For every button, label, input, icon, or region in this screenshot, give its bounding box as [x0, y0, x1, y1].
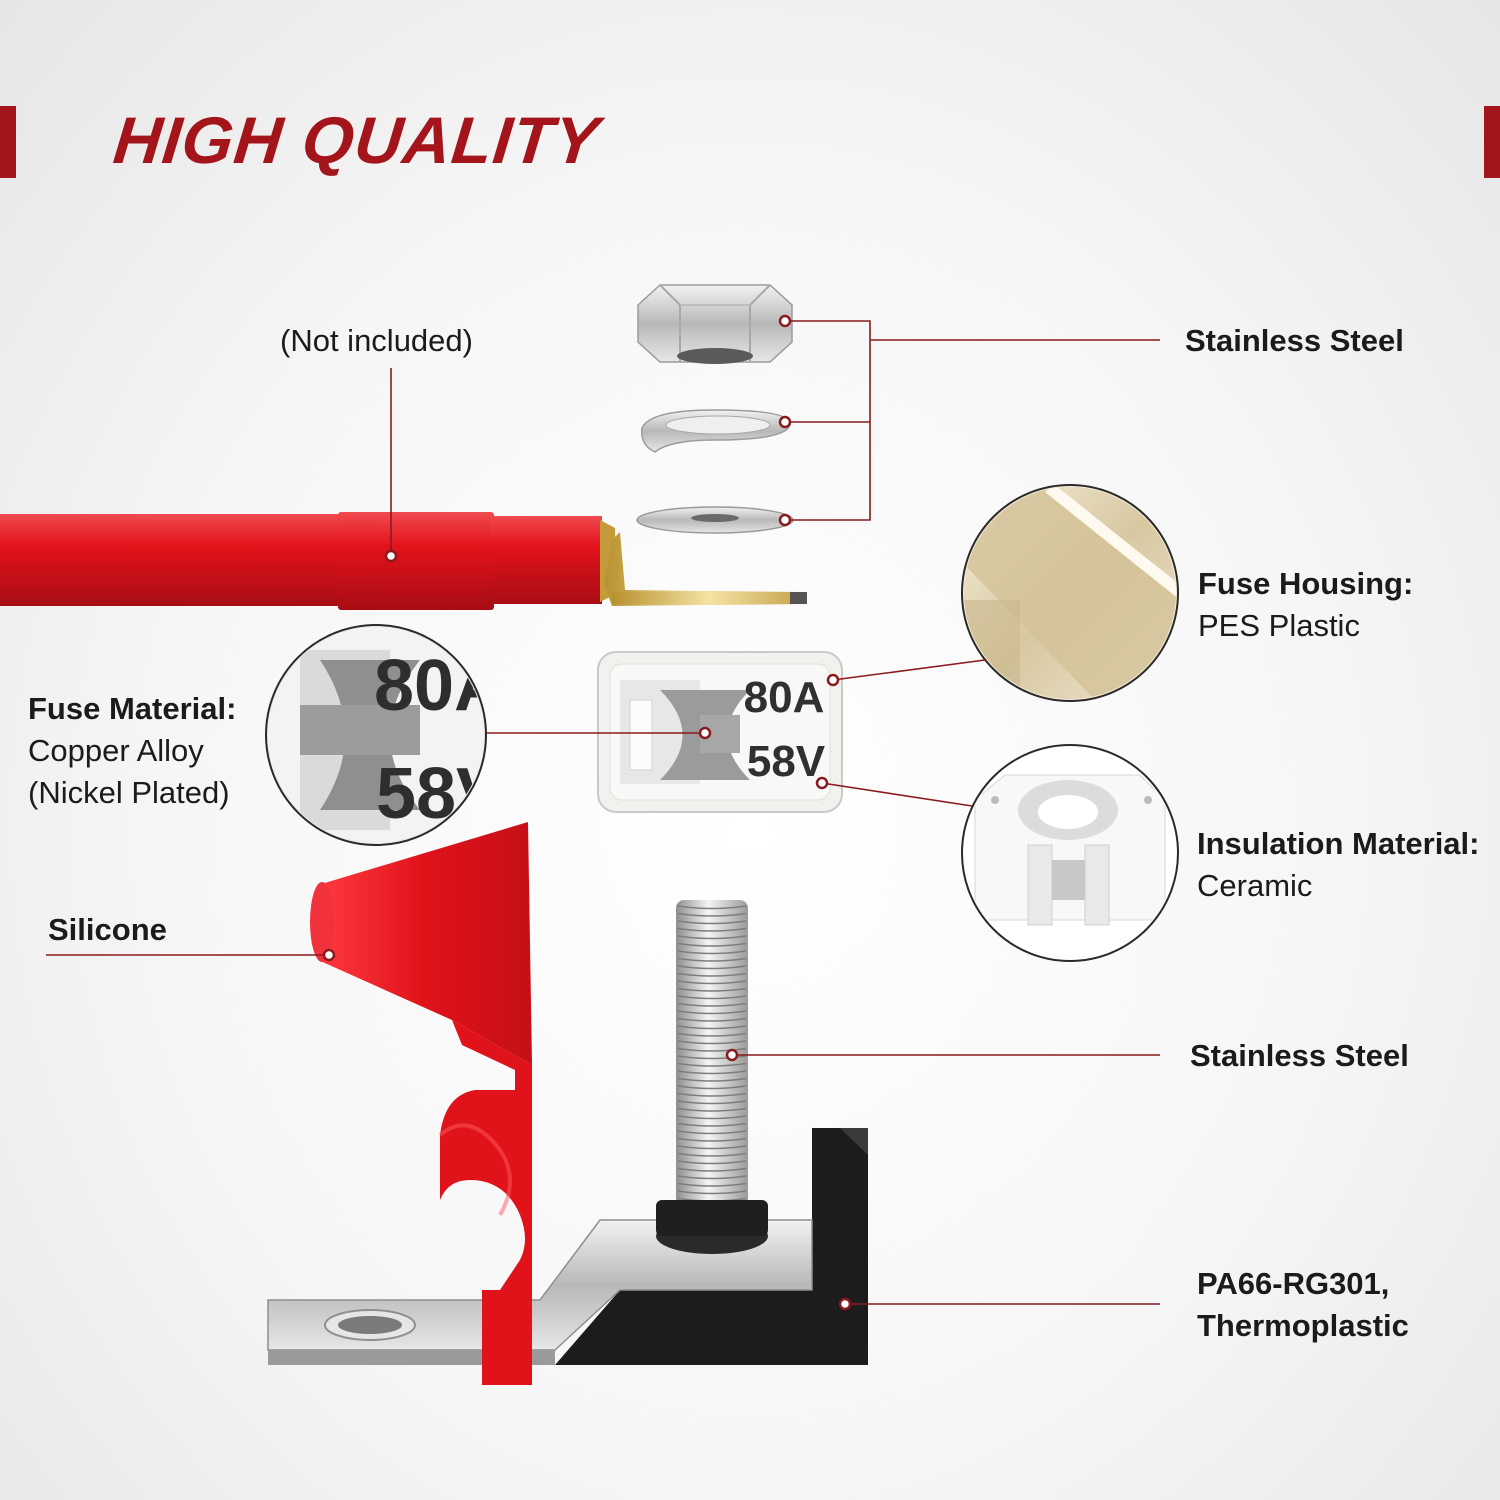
stud-thread-line [677, 1122, 747, 1127]
label-not-included: (Not included) [280, 323, 473, 358]
stud-thread-line [677, 950, 747, 955]
fuse-material-zoom: 80A 58V [265, 624, 506, 846]
fuse-housing-title: Fuse Housing: [1198, 566, 1414, 601]
stud-thread-line [677, 1137, 747, 1142]
stud-thread-line [677, 1175, 747, 1180]
pa66-line1: PA66-RG301, [1197, 1266, 1390, 1301]
dot-pa66 [838, 1297, 852, 1311]
ceramic-insulator-zoom [961, 744, 1179, 962]
hex-nut [637, 284, 793, 364]
stud-thread-line [677, 995, 747, 1000]
stud-thread-line [677, 980, 747, 985]
fuse-material-line2: (Nickel Plated) [28, 775, 230, 810]
leader-stainless-bracket [785, 320, 871, 521]
leader-fuse-housing [832, 659, 986, 681]
label-fuse-material: Fuse Material: Copper Alloy (Nickel Plat… [28, 688, 236, 814]
stud-thread-line [677, 1092, 747, 1097]
fuse-housing-zoom [961, 484, 1179, 702]
stud-thread-line [677, 1055, 747, 1060]
title-accent-bar-left [0, 106, 16, 178]
stud-thread-line [677, 1025, 747, 1030]
stud-thread-line [677, 1167, 747, 1172]
stud-thread-line [677, 1130, 747, 1135]
stud-thread-line [677, 1070, 747, 1075]
stud-thread-line [677, 1182, 747, 1187]
stud-thread-line [677, 1085, 747, 1090]
leader-insulation [821, 782, 973, 807]
dot-fuse-housing [826, 673, 840, 687]
dot-flat-washer [778, 513, 792, 527]
stud-thread-line [677, 1145, 747, 1150]
stud-thread-line [677, 1077, 747, 1082]
label-stainless-steel-bottom: Stainless Steel [1190, 1038, 1409, 1073]
dot-hex-nut [778, 314, 792, 328]
stud-thread-line [677, 927, 747, 932]
stud-thread-line [677, 1107, 747, 1112]
dot-lock-washer [778, 415, 792, 429]
leader-dots [322, 314, 852, 1311]
stud-thread-line [677, 1152, 747, 1157]
stud-thread-line [677, 1017, 747, 1022]
fuse-amp-rating: 80A [744, 673, 825, 722]
stud-thread-line [677, 1115, 747, 1120]
fuse-material-line1: Copper Alloy [28, 733, 204, 768]
stud-thread-line [677, 920, 747, 925]
flat-washer [636, 506, 794, 534]
stud-thread-line [677, 1100, 747, 1105]
stud-thread-line [677, 965, 747, 970]
fuse-material-title: Fuse Material: [28, 691, 237, 726]
stud-thread-line [677, 905, 747, 910]
dot-fuse-material [698, 726, 712, 740]
label-fuse-housing: Fuse Housing: PES Plastic [1198, 563, 1413, 647]
fuse-housing-value: PES Plastic [1198, 608, 1360, 643]
fuse-volt-rating: 58V [747, 737, 826, 786]
dot-insulation [815, 776, 829, 790]
label-stainless-steel-top: Stainless Steel [1185, 323, 1404, 358]
stud-thread-line [677, 972, 747, 977]
label-pa66: PA66-RG301, Thermoplastic [1197, 1263, 1409, 1347]
stud-thread-line [677, 935, 747, 940]
stud-thread-line [677, 1010, 747, 1015]
stud-thread-line [677, 1062, 747, 1067]
stud-thread-line [677, 912, 747, 917]
stud-thread-line [677, 1190, 747, 1195]
red-cable [0, 512, 807, 610]
stud-thread-line [677, 1002, 747, 1007]
label-insulation-material: Insulation Material: Ceramic [1197, 823, 1479, 907]
stud-thread-line [677, 957, 747, 962]
title-accent-bar-right [1484, 106, 1500, 178]
stud-thread-line [677, 1040, 747, 1045]
stud-thread-line [677, 942, 747, 947]
stud-thread-line [677, 1160, 747, 1165]
threaded-stud [676, 900, 748, 1210]
stud-thread-line [677, 1032, 747, 1037]
insulation-title: Insulation Material: [1197, 826, 1480, 861]
dot-not-included [384, 549, 398, 563]
fuse [597, 651, 843, 813]
dot-stud [725, 1048, 739, 1062]
leader-lines [46, 320, 1160, 1305]
stud-thread-line [677, 1047, 747, 1052]
stud-thread-line [677, 987, 747, 992]
insulation-value: Ceramic [1197, 868, 1313, 903]
lock-washer [641, 409, 791, 453]
label-silicone: Silicone [48, 912, 167, 947]
stud-threads [677, 905, 747, 1202]
dot-silicone [322, 948, 336, 962]
pa66-line2: Thermoplastic [1197, 1308, 1409, 1343]
terminal-and-base [267, 1128, 868, 1385]
zoom-amp-rating: 80A [374, 646, 506, 726]
